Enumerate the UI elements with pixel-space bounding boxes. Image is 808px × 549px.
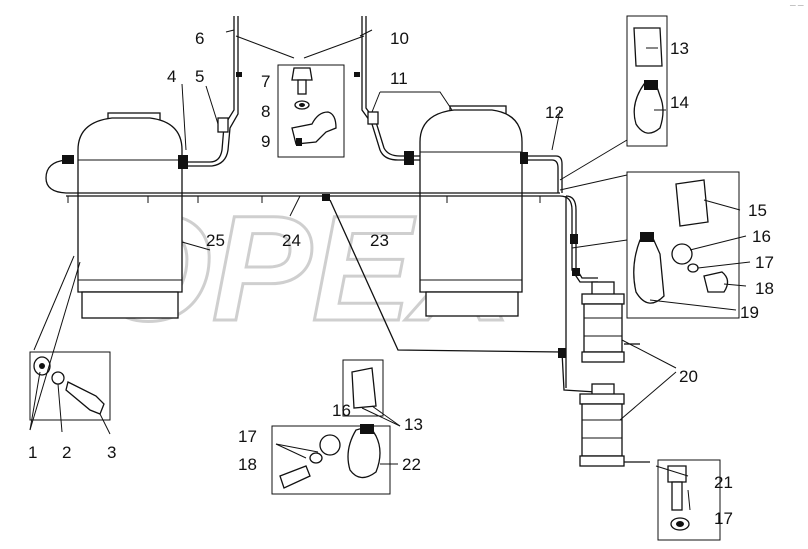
callout-25: 25 [206, 231, 225, 250]
fuel-filter-upper [581, 281, 640, 363]
callout-labels: 1 2 3 4 5 6 7 8 9 10 11 12 13 14 15 16 1… [28, 29, 774, 528]
callout-2: 2 [62, 443, 71, 462]
filter-feed-pipe [329, 152, 598, 393]
fuel-tank-right [419, 105, 523, 317]
inset-bolt-clamp-top [277, 64, 345, 158]
callout-18-lower: 18 [238, 455, 257, 474]
leader-lines [29, 29, 751, 511]
callout-16-right: 16 [752, 227, 771, 246]
callout-18-right: 18 [755, 279, 774, 298]
corner-mark: ─ ─ [789, 1, 804, 10]
callout-17-lower: 17 [238, 427, 257, 446]
left-tank-pipe [178, 16, 242, 169]
callout-13-lower: 13 [404, 415, 423, 434]
callout-24: 24 [282, 231, 301, 250]
callout-3: 3 [107, 443, 116, 462]
callout-7: 7 [261, 72, 270, 91]
callout-12: 12 [545, 103, 564, 122]
callout-5: 5 [195, 67, 204, 86]
fuel-filter-lower [579, 383, 650, 467]
callout-10: 10 [390, 29, 409, 48]
callout-8: 8 [261, 102, 270, 121]
inset-bolt-washer-lower [657, 459, 721, 541]
callout-21: 21 [714, 473, 733, 492]
callout-13-upper: 13 [670, 39, 689, 58]
callout-6: 6 [195, 29, 204, 48]
callout-17-lower-right: 17 [714, 509, 733, 528]
callout-16-lower: 16 [332, 401, 351, 420]
inset-clip-upper [626, 15, 668, 147]
callout-17-right: 17 [755, 253, 774, 272]
fuel-tank-left [77, 112, 183, 319]
callout-1: 1 [28, 443, 37, 462]
callout-4: 4 [167, 67, 176, 86]
callout-9: 9 [261, 132, 270, 151]
main-fuel-line [45, 155, 560, 203]
callout-11: 11 [390, 69, 408, 88]
inset-clip-right [626, 171, 740, 319]
callout-19: 19 [740, 303, 759, 322]
right-tank-pipe [354, 16, 420, 165]
inset-clip-lower [271, 359, 391, 495]
callout-20: 20 [679, 367, 698, 386]
callout-14: 14 [670, 93, 689, 112]
callout-15: 15 [748, 201, 767, 220]
callout-23: 23 [370, 231, 389, 250]
inset-bolt-washer-left [29, 351, 111, 421]
callout-22: 22 [402, 455, 421, 474]
